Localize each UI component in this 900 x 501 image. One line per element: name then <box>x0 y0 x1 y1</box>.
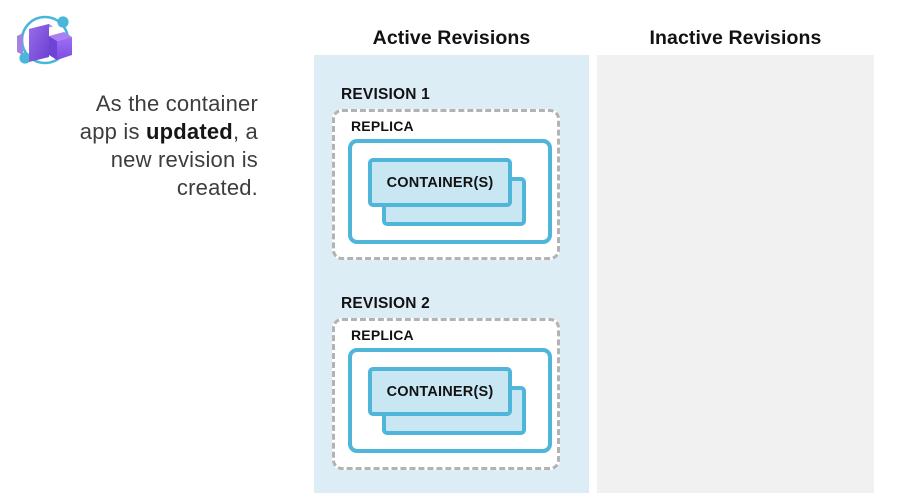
caption-line-4: created. <box>176 175 258 200</box>
active-revisions-header: Active Revisions <box>372 27 531 49</box>
azure-container-apps-icon <box>12 8 78 70</box>
revision-1-container-label: CONTAINER(S) <box>386 174 494 191</box>
revision-2-container-group-box: CONTAINER(S) <box>348 348 552 453</box>
revision-1-group: REVISION 1 REPLICA CONTAINER(S) <box>314 86 589 260</box>
revision-2-container-box-front: CONTAINER(S) <box>368 367 512 416</box>
revision-2-container-label: CONTAINER(S) <box>386 383 494 400</box>
revision-2-replica-label: REPLICA <box>351 327 414 343</box>
cube-side-shape <box>49 36 57 60</box>
cube-top-shape <box>49 32 72 41</box>
caption-bold-word: updated <box>145 119 233 144</box>
cube-front-shape <box>57 37 72 60</box>
caption-line-1: As the container <box>95 91 258 116</box>
node-dot-icon <box>19 52 31 64</box>
container-body-shape <box>29 24 49 62</box>
caption-line-3: new revision is <box>110 147 258 172</box>
revision-2-label: REVISION 2 <box>341 295 430 312</box>
revision-2-group: REVISION 2 REPLICA CONTAINER(S) <box>314 295 589 470</box>
revision-2-replica-box: REPLICA CONTAINER(S) <box>332 318 560 470</box>
caption-line-2c: , a <box>232 119 258 144</box>
revision-1-container-group-box: CONTAINER(S) <box>348 139 552 244</box>
revision-1-container-box-front: CONTAINER(S) <box>368 158 512 207</box>
active-revisions-panel: REVISION 1 REPLICA CONTAINER(S) REVISION… <box>314 55 589 493</box>
caption-text: As the container app is updated, a new r… <box>26 90 258 202</box>
azure-container-apps-icon-svg <box>17 15 72 65</box>
inactive-revisions-header: Inactive Revisions <box>649 27 822 49</box>
revision-1-replica-box: REPLICA CONTAINER(S) <box>332 109 560 260</box>
revision-1-label: REVISION 1 <box>341 86 430 103</box>
node-dot-icon <box>57 16 69 28</box>
inactive-revisions-panel <box>597 55 874 493</box>
container-flap-shape <box>17 33 23 55</box>
revision-1-replica-label: REPLICA <box>351 118 414 134</box>
caption-line-2a: app is <box>79 119 146 144</box>
